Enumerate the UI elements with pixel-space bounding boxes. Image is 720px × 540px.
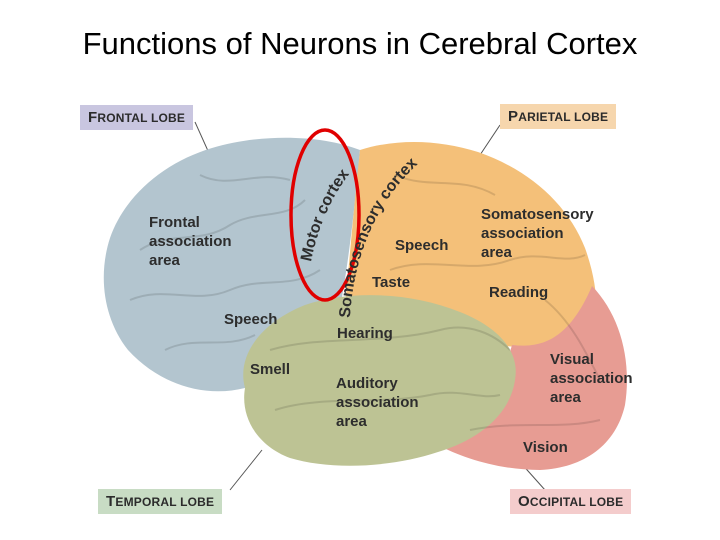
frontal-association-line-3: area [149, 252, 180, 269]
parietal-lobe-rest: ARIETAL LOBE [518, 110, 609, 124]
label-visual-association-area: Visual association area [550, 350, 633, 407]
auditory-association-line-1: Auditory [336, 375, 398, 392]
label-vision: Vision [523, 439, 568, 456]
label-auditory-association-area: Auditory association area [336, 374, 419, 431]
temporal-lobe-rest: EMPORAL LOBE [115, 495, 215, 509]
frontal-association-line-1: Frontal [149, 214, 200, 231]
temporal-lobe-box: TEMPORAL LOBE [98, 489, 223, 514]
frontal-lobe-box: FRONTAL LOBE [80, 105, 194, 130]
motor-cortex-highlight [289, 128, 361, 302]
parietal-lobe-box: PARIETAL LOBE [500, 104, 617, 129]
frontal-lobe-cap: F [88, 109, 98, 126]
temporal-lobe-shape [243, 295, 516, 466]
parietal-lobe-cap: P [508, 108, 519, 125]
frontal-association-line-2: association [149, 233, 232, 250]
auditory-association-line-3: area [336, 413, 367, 430]
label-speech-frontal: Speech [224, 311, 278, 328]
somatosensory-association-line-1: Somatosensory [481, 206, 594, 223]
temporal-lobe-cap: T [106, 493, 116, 510]
slide-title: Functions of Neurons in Cerebral Cortex [82, 26, 638, 61]
label-frontal-association-area: Frontal association area [149, 213, 232, 270]
gyri-texture [129, 174, 601, 431]
occipital-lobe-box: OCCIPITAL LOBE [510, 489, 632, 514]
visual-association-line-1: Visual [550, 351, 594, 368]
parietal-lobe-shape [345, 141, 597, 348]
somatosensory-association-line-3: area [481, 244, 512, 261]
auditory-association-line-2: association [336, 394, 419, 411]
occipital-lobe-cap: O [518, 493, 530, 510]
label-somatosensory-association-area: Somatosensory association area [481, 205, 594, 262]
label-hearing: Hearing [337, 325, 393, 342]
label-reading: Reading [489, 284, 549, 301]
label-smell: Smell [250, 361, 291, 378]
occipital-lobe-rest: CCIPITAL LOBE [529, 495, 624, 509]
label-speech-parietal: Speech [395, 237, 449, 254]
visual-association-line-3: area [550, 389, 581, 406]
somatosensory-association-line-2: association [481, 225, 564, 242]
label-taste: Taste [372, 274, 411, 291]
visual-association-line-2: association [550, 370, 633, 387]
frontal-lobe-rest: RONTAL LOBE [97, 111, 186, 125]
